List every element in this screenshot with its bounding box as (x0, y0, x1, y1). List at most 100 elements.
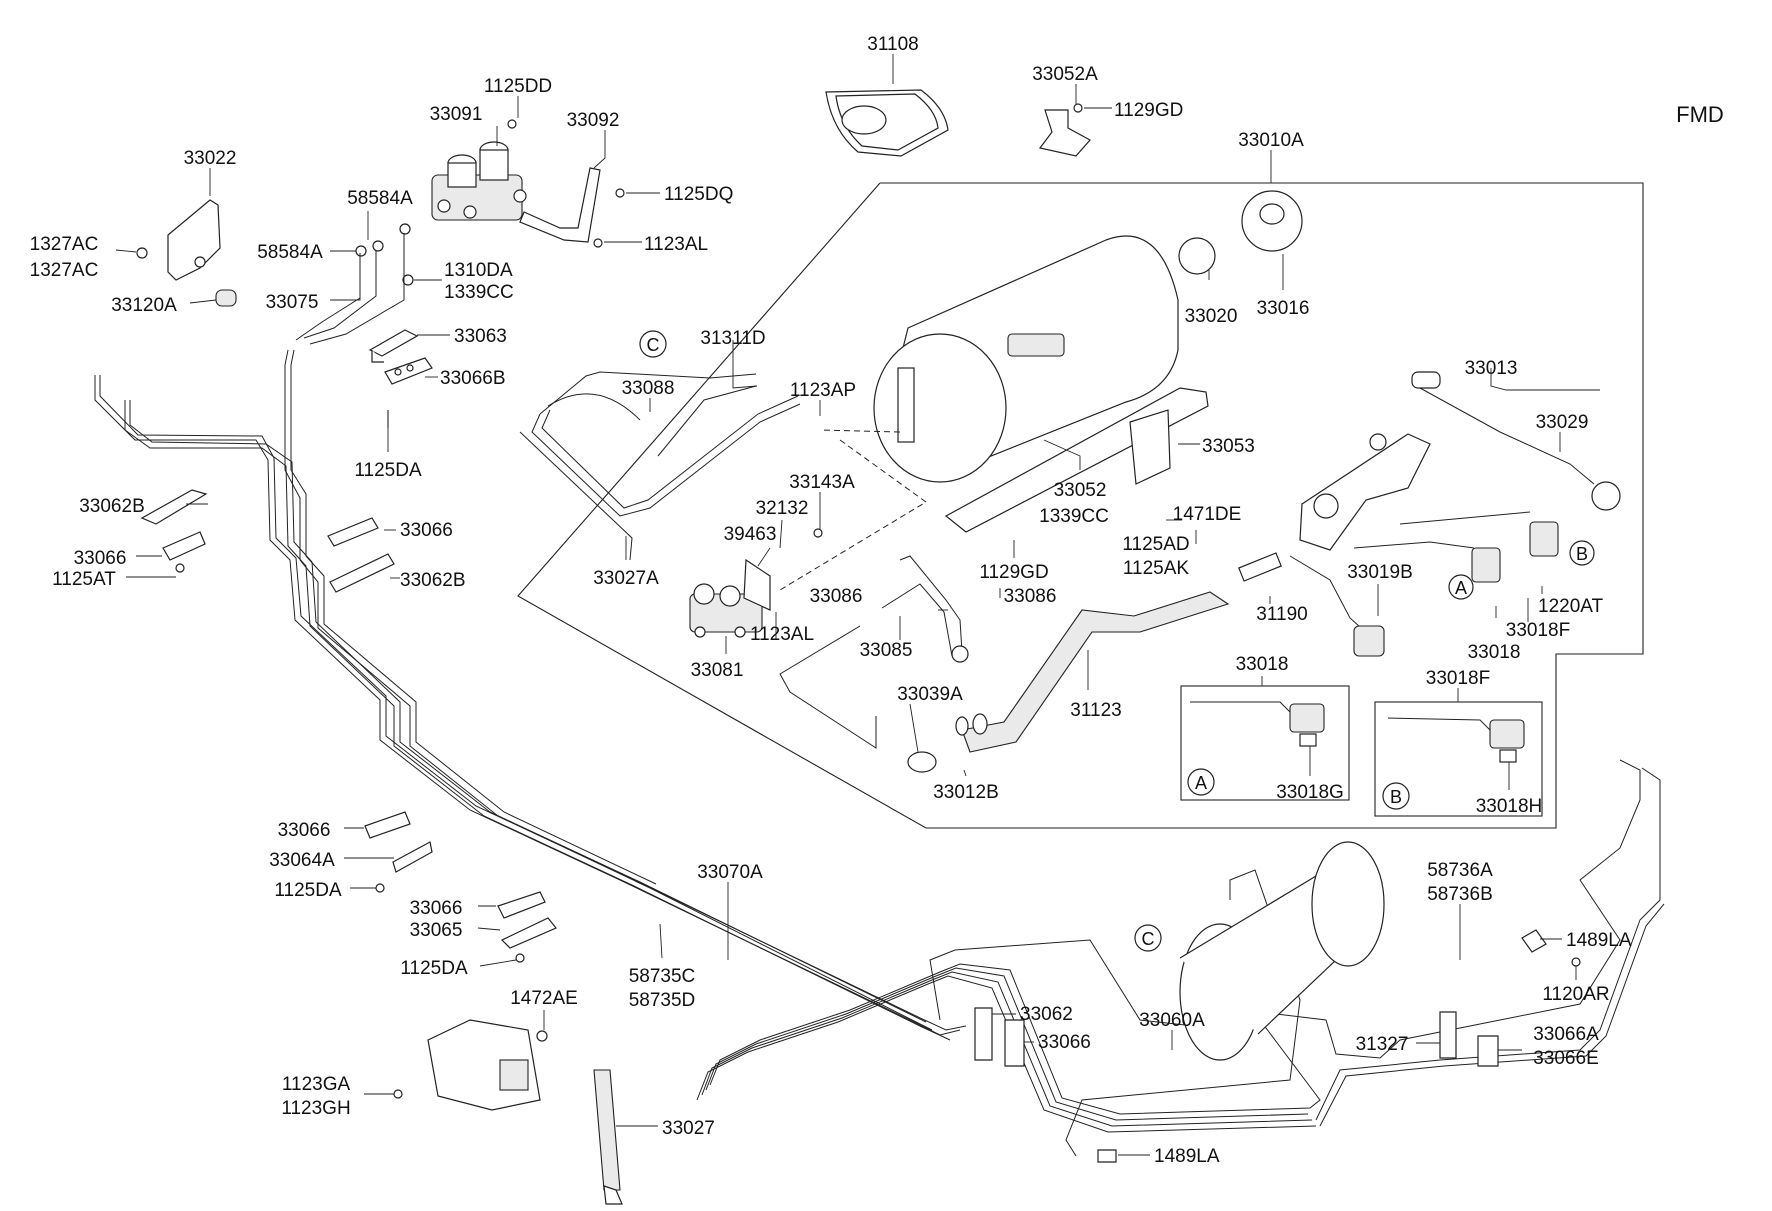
ball-33020 (1178, 237, 1216, 275)
label-33018H: 33018H (1476, 796, 1543, 817)
clip-1489LA-bot (1097, 1149, 1117, 1163)
label-33066B: 33066B (440, 368, 506, 389)
label-1129GD-top: 1129GD (1114, 100, 1183, 121)
label-33066-bot: 33066 (1038, 1032, 1091, 1053)
bracket-33053 (1129, 409, 1171, 485)
pipe-31311D (657, 385, 757, 457)
filler-neck-assembly (1299, 433, 1431, 551)
label-58584A-2: 58584A (257, 242, 323, 263)
clip-33062B-top (140, 489, 208, 525)
label-33013: 33013 (1465, 358, 1518, 379)
diagram-code: FMD (1676, 102, 1724, 127)
label-33020: 33020 (1185, 306, 1238, 327)
marker-b-box (1382, 782, 1410, 810)
label-33010A: 33010A (1238, 130, 1304, 151)
label-58584A-1: 58584A (347, 188, 413, 209)
marker-b-box-text: B (1390, 787, 1402, 807)
label-58736A: 58736A (1427, 860, 1493, 881)
label-33070A: 33070A (697, 862, 763, 883)
assembly-frame (517, 182, 1644, 829)
label-1125DA-mid: 1125DA (274, 880, 342, 901)
bolt-1125DA-mid (375, 883, 385, 893)
tank-33060A (1179, 841, 1385, 1061)
detail-a-valve (1190, 701, 1325, 747)
label-1327AC-2: 1327AC (30, 260, 99, 281)
label-1125DA-top: 1125DA (354, 460, 422, 481)
label-31123: 31123 (1070, 700, 1121, 721)
label-1123GA: 1123GA (282, 1074, 351, 1095)
bracket-33022 (136, 199, 237, 307)
clip-33063 (368, 329, 419, 363)
label-58735D: 58735D (629, 990, 696, 1011)
label-33062B-bot: 33062B (400, 570, 466, 591)
fitting-33039A (907, 713, 988, 773)
label-1327AC-1: 1327AC (30, 234, 99, 255)
marker-c-bottom (1134, 924, 1162, 952)
bolt-1123AL-top (593, 238, 603, 248)
label-33018-right: 33018 (1468, 642, 1521, 663)
label-33143A: 33143A (789, 472, 855, 493)
marker-b-right-text: B (1576, 544, 1588, 564)
label-33022: 33022 (184, 148, 237, 169)
label-1489LA-right: 1489LA (1566, 930, 1632, 951)
callout-labels: FMD 31108 33052A 1129GD 33010A 1125DD 33… (30, 34, 1724, 1167)
clip-33066-left (162, 531, 206, 561)
line-bundle-left (94, 233, 967, 1041)
clip-33066-bot (1004, 1019, 1025, 1067)
filter-31190 (1238, 552, 1282, 582)
circle-markers: C A B A B C (639, 330, 1595, 952)
label-1125DD: 1125DD (484, 76, 552, 97)
dash-guide-2 (819, 429, 901, 433)
label-39463: 39463 (724, 524, 777, 545)
fitting-58584A-3 (399, 223, 411, 235)
pipe-33086-b (779, 625, 877, 749)
label-33018F-right: 33018F (1506, 620, 1570, 641)
fitting-33086 (951, 645, 969, 663)
clip-33066-top (327, 517, 379, 547)
marker-a-right (1448, 574, 1474, 600)
clip-33064A (392, 841, 433, 873)
label-33027: 33027 (662, 1118, 715, 1139)
bolt-1125AT (175, 563, 185, 573)
label-33088: 33088 (622, 378, 675, 399)
clip-33066A (1477, 1035, 1499, 1067)
label-33019B: 33019B (1347, 562, 1413, 583)
fitting-58584A-1 (355, 245, 367, 257)
label-1129GD-mid: 1129GD (979, 562, 1048, 583)
valve-33018-right (1353, 511, 1559, 583)
clip-33066B (384, 357, 433, 385)
label-33086-b: 33086 (810, 586, 863, 607)
clip-33062 (974, 1007, 993, 1061)
label-1123AL-mid: 1123AL (750, 624, 814, 645)
clip-33062B-bot (329, 553, 395, 593)
leader-lines (115, 54, 1600, 1156)
cover-1472AE (427, 1019, 548, 1111)
label-1123AL-top: 1123AL (644, 234, 708, 255)
label-33018-box: 33018 (1236, 654, 1289, 675)
marker-c-top (639, 330, 667, 358)
label-33066A: 33066A (1533, 1024, 1599, 1045)
clip-1489LA-right (1521, 929, 1547, 953)
label-33012B: 33012B (933, 782, 999, 803)
cap-33016 (1241, 190, 1303, 252)
valve-33081 (689, 583, 763, 638)
label-33018G: 33018G (1276, 782, 1344, 803)
label-33066-top: 33066 (400, 520, 453, 541)
label-1123GH: 1123GH (281, 1098, 350, 1119)
label-33086-a: 33086 (1004, 586, 1057, 607)
label-33027A: 33027A (593, 568, 659, 589)
label-1125AD: 1125AD (1122, 534, 1189, 555)
hose-33027A (519, 393, 801, 561)
marker-a-box (1187, 768, 1215, 796)
parts-artwork (94, 89, 1665, 1205)
bolt-1120AR (1571, 957, 1581, 967)
label-31108: 31108 (867, 34, 918, 55)
marker-c-bottom-text: C (1142, 929, 1155, 949)
detail-b-valve (1387, 717, 1525, 763)
label-1220AT: 1220AT (1538, 596, 1604, 617)
label-33060A: 33060A (1139, 1010, 1205, 1031)
fitting-58584A-2 (372, 240, 384, 252)
label-33016: 33016 (1257, 298, 1310, 319)
label-33066-left: 33066 (74, 548, 127, 569)
